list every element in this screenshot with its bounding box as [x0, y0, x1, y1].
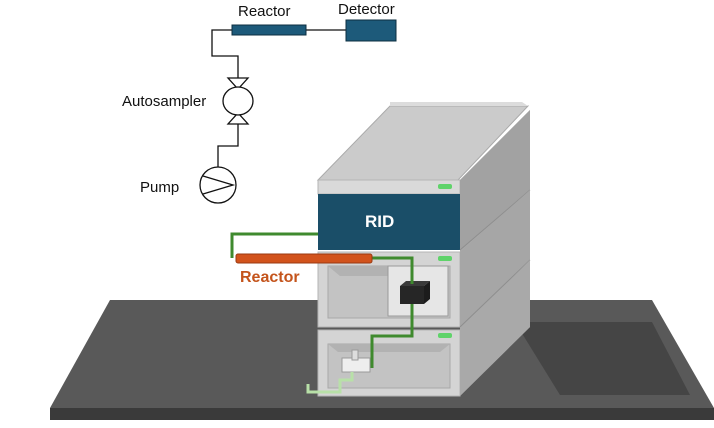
- schematic-detector-block: [345, 19, 397, 42]
- hplc-instrument-stack: RID: [230, 102, 531, 397]
- sampler-line: [211, 29, 239, 78]
- autosampler-status-led: [438, 333, 452, 338]
- tubing: [230, 232, 414, 368]
- schematic-detector-label: Detector: [338, 1, 395, 18]
- flow-schematic: [211, 29, 346, 168]
- oven-status-led: [438, 256, 452, 261]
- rid-label: RID: [365, 212, 394, 231]
- schematic-reactor-label: Reactor: [238, 3, 291, 20]
- reactor-coil-bar: [235, 253, 373, 264]
- injection-valve-icon: [341, 349, 371, 373]
- pump-line: [217, 124, 239, 168]
- autosampler-valve-icon: [222, 77, 254, 125]
- autosampler-label: Autosampler: [122, 93, 206, 110]
- inlet-tubing: [306, 372, 354, 394]
- black-cube-icon: [400, 281, 430, 304]
- rid-panel: [318, 194, 460, 250]
- instrument-reactor-label: Reactor: [240, 269, 300, 286]
- rid-status-led: [438, 184, 452, 189]
- schematic-reactor-block: [231, 24, 307, 36]
- oven-module: [317, 190, 531, 328]
- pump-icon: [199, 166, 237, 204]
- pump-label: Pump: [140, 179, 179, 196]
- rid-detector-module: RID: [317, 110, 531, 251]
